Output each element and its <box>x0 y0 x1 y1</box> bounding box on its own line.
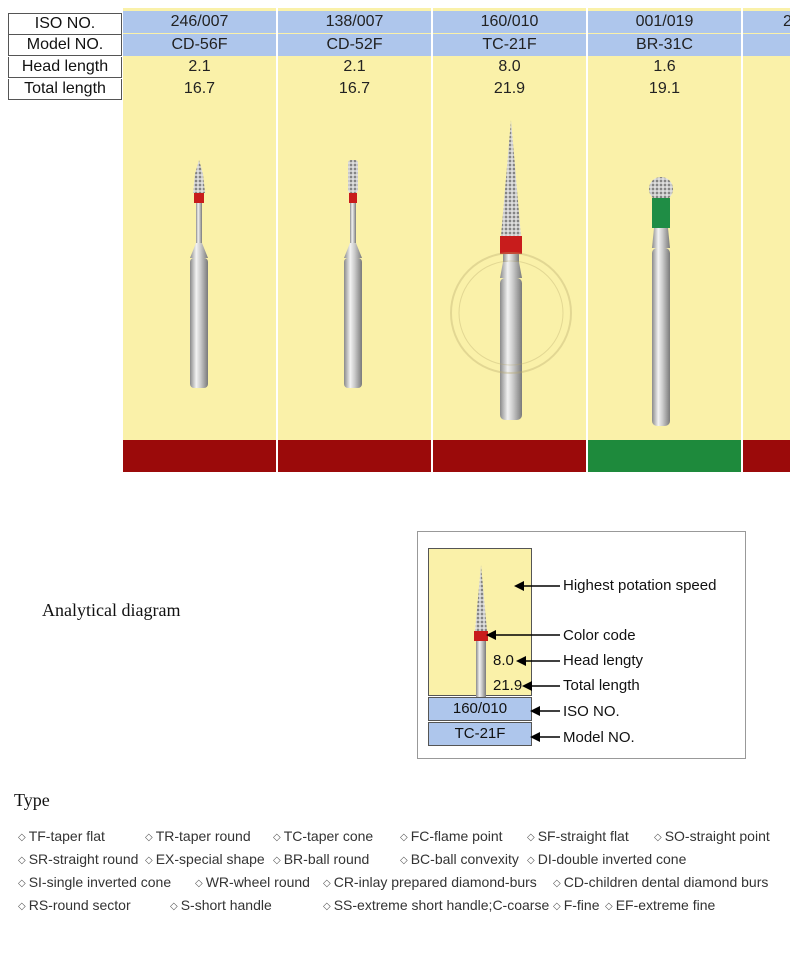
legend-item: ◇CR-inlay prepared diamond-burs <box>323 874 537 890</box>
diagram-total-value: 21.9 <box>493 677 523 694</box>
diagram-frame <box>417 531 746 759</box>
diamond-bullet-icon: ◇ <box>323 878 331 889</box>
diagram-iso-number: 160/010 <box>428 697 532 721</box>
legend-item: ◇BR-ball round <box>273 851 370 867</box>
type-title: Type <box>14 790 50 810</box>
diagram-bur-image <box>474 565 488 697</box>
total-length-value: 16.7 <box>338 80 371 97</box>
total-length-value: 16.7 <box>183 80 216 97</box>
legend-item: ◇SS-extreme short handle;C-coarse <box>323 897 550 913</box>
analytical-diagram-title: Analytical diagram <box>42 600 181 620</box>
row-label-model: Model NO. <box>8 35 122 56</box>
label-color-code: Color code <box>563 627 636 644</box>
color-code-band <box>588 440 741 472</box>
iso-number: 2 <box>743 11 790 33</box>
product-column-tc-21f: 160/010 TC-21F 8.0 21.9 <box>433 8 586 472</box>
diamond-bullet-icon: ◇ <box>170 901 178 912</box>
legend-item: ◇RS-round sector <box>18 897 131 913</box>
diamond-bullet-icon: ◇ <box>18 855 26 866</box>
model-number: CD-56F <box>123 34 276 56</box>
head-length-value: 1.6 <box>653 58 676 75</box>
diagram-model-number: TC-21F <box>428 722 532 746</box>
diamond-bullet-icon: ◇ <box>145 832 153 843</box>
product-column-br-31c: 001/019 BR-31C 1.6 19.1 <box>588 8 741 472</box>
legend-item: ◇S-short handle <box>170 897 272 913</box>
legend-item: ◇CD-children dental diamond burs <box>553 874 769 890</box>
product-column-partial: 2 <box>743 8 790 472</box>
model-number <box>743 34 790 56</box>
legend-item: ◇WR-wheel round <box>195 874 310 890</box>
color-code-band <box>278 440 431 472</box>
color-code-band <box>433 440 586 472</box>
row-label-head-length: Head length <box>8 57 122 78</box>
iso-number: 246/007 <box>123 11 276 33</box>
legend-item: ◇EX-special shape <box>145 851 265 867</box>
diamond-bullet-icon: ◇ <box>18 901 26 912</box>
diamond-bullet-icon: ◇ <box>273 855 281 866</box>
bur-image-taper-cone <box>450 120 572 420</box>
model-number: TC-21F <box>433 34 586 56</box>
total-length-value: 19.1 <box>648 80 681 97</box>
row-label-total-length: Total length <box>8 79 122 100</box>
label-highest-speed: Highest potation speed <box>563 577 717 594</box>
diamond-bullet-icon: ◇ <box>18 878 26 889</box>
model-number: CD-52F <box>278 34 431 56</box>
head-length-value: 2.1 <box>188 58 211 75</box>
diamond-bullet-icon: ◇ <box>195 878 203 889</box>
diamond-bullet-icon: ◇ <box>400 855 408 866</box>
legend-item: ◇SR-straight round <box>18 851 139 867</box>
diamond-bullet-icon: ◇ <box>527 855 535 866</box>
bur-image-flame <box>190 160 208 388</box>
label-head-length: Head lengty <box>563 652 644 669</box>
legend-item: ◇F-fine <box>553 897 600 913</box>
diamond-bullet-icon: ◇ <box>145 855 153 866</box>
diamond-bullet-icon: ◇ <box>18 832 26 843</box>
diagram-product-box <box>428 548 532 697</box>
bur-image-ball-round <box>649 177 673 426</box>
legend-item: ◇DI-double inverted cone <box>527 851 687 867</box>
iso-number: 138/007 <box>278 11 431 33</box>
product-column-cd-52f: 138/007 CD-52F 2.1 16.7 <box>278 8 431 472</box>
iso-number: 001/019 <box>588 11 741 33</box>
color-code-band <box>123 440 276 472</box>
row-label-iso: ISO NO. <box>8 13 122 35</box>
legend-item: ◇TR-taper round <box>145 828 251 844</box>
label-iso-number: ISO NO. <box>563 703 620 720</box>
legend-item: ◇TF-taper flat <box>18 828 105 844</box>
label-model-number: Model NO. <box>563 729 635 746</box>
head-length-value: 2.1 <box>343 58 366 75</box>
product-column-cd-56f: 246/007 CD-56F 2.1 16.7 <box>123 8 276 472</box>
label-total-length: Total length <box>563 677 640 694</box>
model-number: BR-31C <box>588 34 741 56</box>
legend-item: ◇FC-flame point <box>400 828 503 844</box>
diamond-bullet-icon: ◇ <box>654 832 662 843</box>
legend-item: ◇SF-straight flat <box>527 828 629 844</box>
head-length-value: 8.0 <box>498 58 521 75</box>
legend-item: ◇SO-straight point <box>654 828 770 844</box>
diamond-bullet-icon: ◇ <box>273 832 281 843</box>
legend-item: ◇EF-extreme fine <box>605 897 716 913</box>
diamond-bullet-icon: ◇ <box>400 832 408 843</box>
diamond-bullet-icon: ◇ <box>323 901 331 912</box>
diagram-head-value: 8.0 <box>493 652 514 669</box>
legend-item: ◇SI-single inverted cone <box>18 874 172 890</box>
iso-number: 160/010 <box>433 11 586 33</box>
color-code-band <box>743 440 790 472</box>
total-length-value: 21.9 <box>493 80 526 97</box>
bur-image-straight <box>344 160 362 388</box>
legend-item: ◇TC-taper cone <box>273 828 374 844</box>
watermark <box>450 252 572 374</box>
legend-item: ◇BC-ball convexity <box>400 851 519 867</box>
diamond-bullet-icon: ◇ <box>553 901 561 912</box>
diamond-bullet-icon: ◇ <box>527 832 535 843</box>
diamond-bullet-icon: ◇ <box>605 901 613 912</box>
diamond-bullet-icon: ◇ <box>553 878 561 889</box>
